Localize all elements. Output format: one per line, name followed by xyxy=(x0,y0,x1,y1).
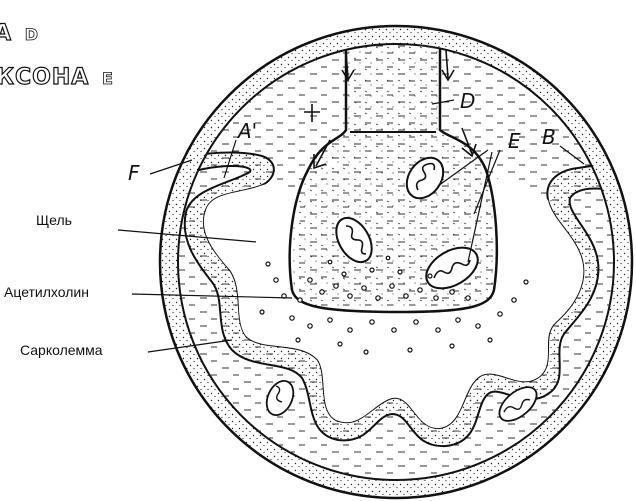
letter-f: F xyxy=(128,161,140,185)
letter-b: B xyxy=(542,125,556,149)
letter-e: E xyxy=(508,129,521,153)
letter-d: D xyxy=(460,89,475,113)
letter-a-prime: A' xyxy=(236,119,257,143)
